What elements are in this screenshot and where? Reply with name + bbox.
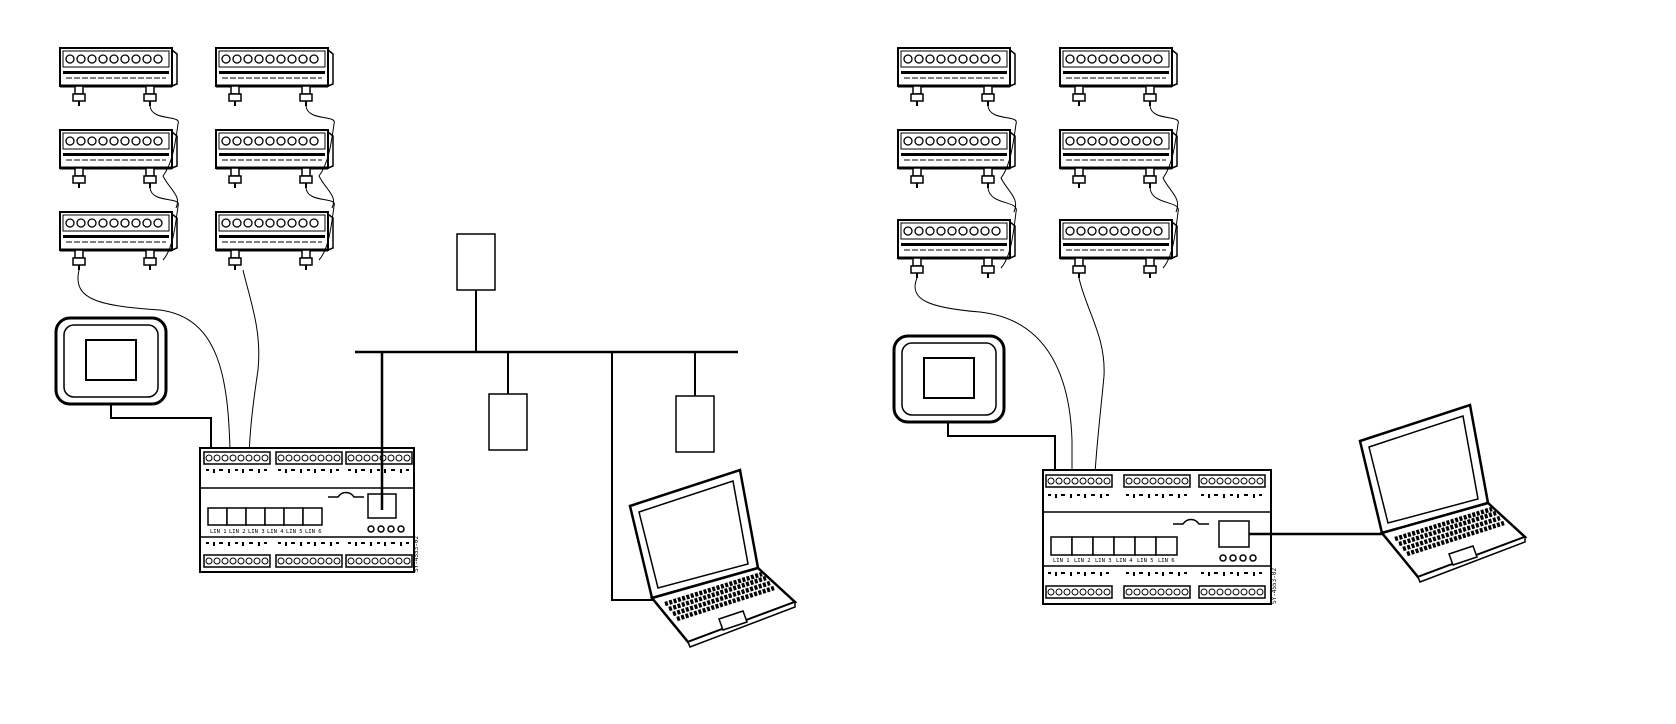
controller-right: LIN 1 LIN 2 LIN 3 LIN 4 LIN 5 LIN 6 SY-4… bbox=[1042, 469, 1278, 605]
controller-side-code: SY-4553-02 bbox=[413, 535, 420, 572]
light-bar bbox=[58, 128, 179, 190]
lin-label: LIN 5 bbox=[286, 529, 303, 535]
light-bar bbox=[214, 46, 335, 108]
panel-cable-right bbox=[947, 422, 1056, 472]
lin-label: LIN 4 bbox=[267, 529, 284, 535]
lin-label: LIN 2 bbox=[1074, 558, 1091, 564]
light-bar bbox=[896, 46, 1017, 108]
system-right: LIN 1 LIN 2 LIN 3 LIN 4 LIN 5 LIN 6 SY-4… bbox=[892, 46, 1525, 605]
light-bar-array-left bbox=[58, 46, 335, 272]
lin-label: LIN 5 bbox=[1137, 558, 1154, 564]
touch-panel-left bbox=[54, 316, 168, 406]
lin-label: LIN 2 bbox=[229, 529, 246, 535]
lin-label: LIN 1 bbox=[210, 529, 227, 535]
light-bar bbox=[214, 210, 335, 272]
network-node bbox=[675, 395, 715, 453]
light-bar bbox=[896, 218, 1017, 280]
system-left: LIN 1 LIN 2 LIN 3 LIN 4 LIN 5 LIN 6 SY-4… bbox=[54, 46, 795, 647]
network-node bbox=[488, 393, 528, 451]
light-bar bbox=[1058, 128, 1179, 190]
ethernet-port bbox=[1218, 520, 1250, 548]
controller-side-code: SY-4553-02 bbox=[1271, 567, 1278, 604]
light-bar bbox=[896, 128, 1017, 190]
network-backbone bbox=[355, 290, 738, 601]
lin-port-labels: LIN 1 LIN 2 LIN 3 LIN 4 LIN 5 LIN 6 bbox=[1053, 558, 1175, 564]
panel-cable-left bbox=[110, 404, 212, 452]
controller-left: LIN 1 LIN 2 LIN 3 LIN 4 LIN 5 LIN 6 SY-4… bbox=[199, 447, 420, 573]
light-bar-array-right bbox=[896, 46, 1179, 280]
light-bar bbox=[1058, 218, 1179, 280]
network-node bbox=[456, 233, 496, 291]
lin-label: LIN 1 bbox=[1053, 558, 1070, 564]
lin-label: LIN 4 bbox=[1116, 558, 1133, 564]
light-bar bbox=[1058, 46, 1179, 108]
lin-label: LIN 3 bbox=[1095, 558, 1112, 564]
touch-panel-right bbox=[892, 334, 1006, 424]
laptop-left bbox=[630, 470, 795, 647]
lin-label: LIN 6 bbox=[1158, 558, 1175, 564]
laptop-right bbox=[1360, 405, 1525, 582]
lin-label: LIN 6 bbox=[305, 529, 322, 535]
light-bar bbox=[214, 128, 335, 190]
light-bar bbox=[58, 46, 179, 108]
lin-label: LIN 3 bbox=[248, 529, 265, 535]
lin-port-labels: LIN 1 LIN 2 LIN 3 LIN 4 LIN 5 LIN 6 bbox=[210, 529, 322, 535]
light-bar bbox=[58, 210, 179, 272]
